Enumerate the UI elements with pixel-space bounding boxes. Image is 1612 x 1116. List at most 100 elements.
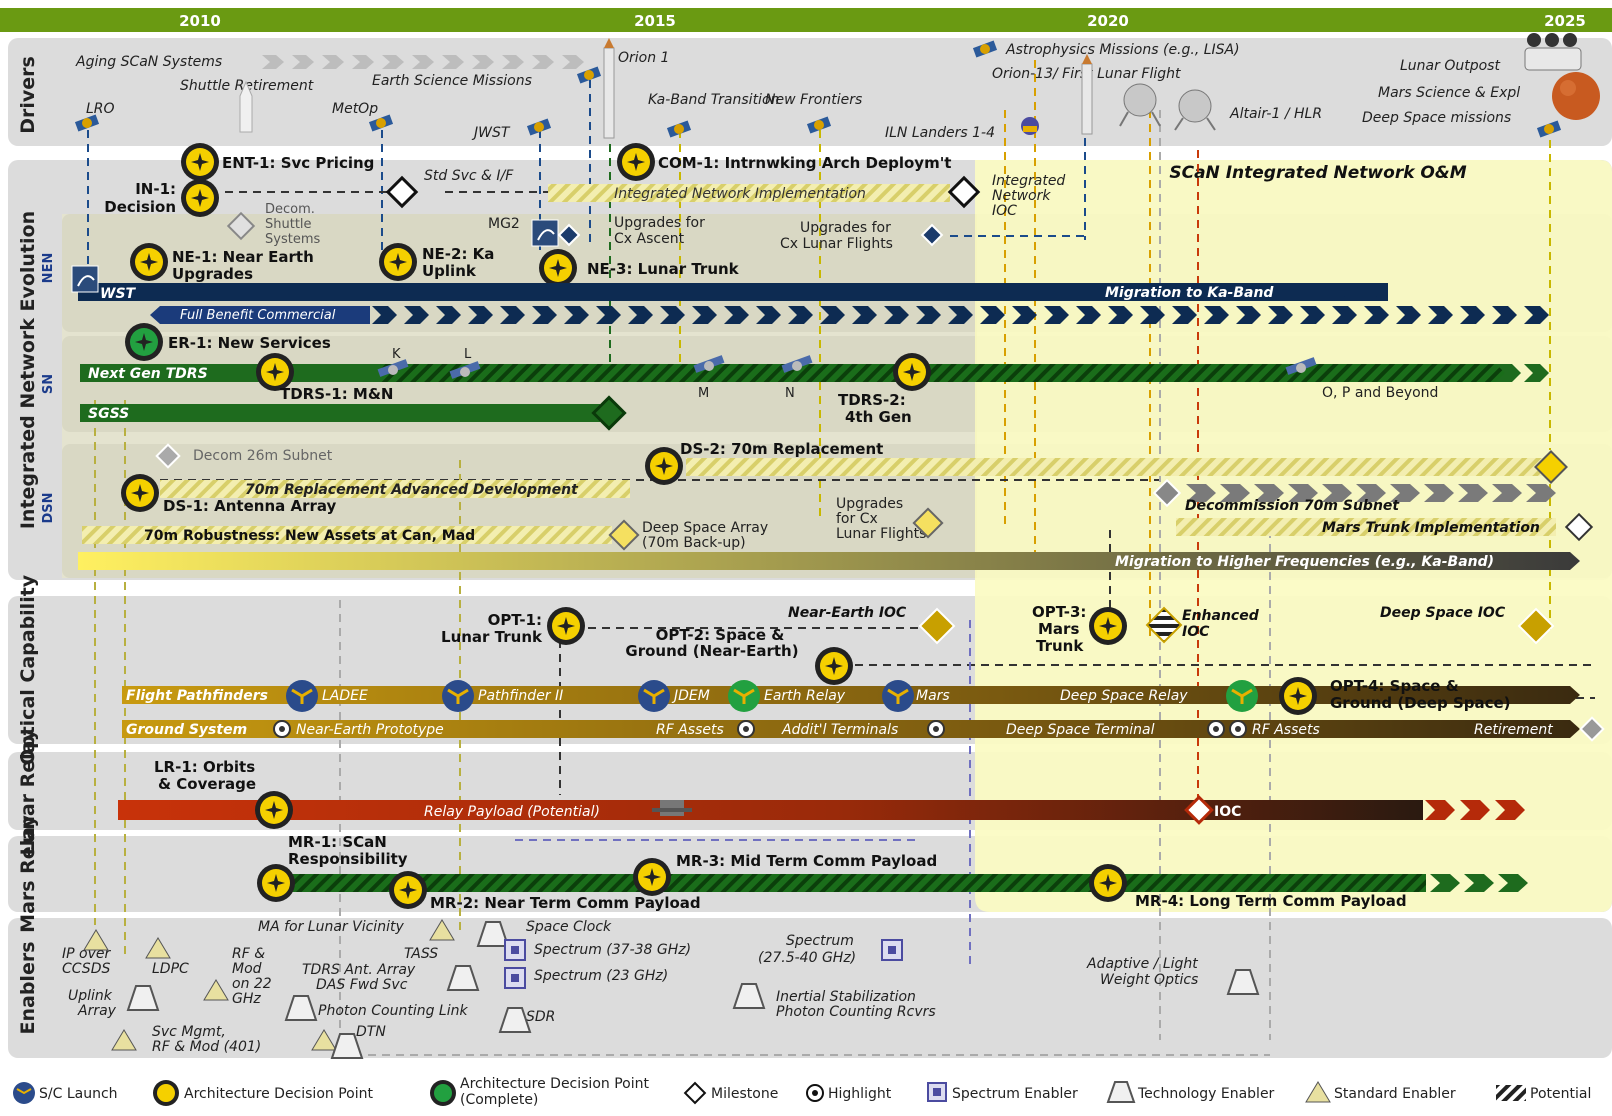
optical-label: Pathfinder II (478, 688, 563, 704)
legend-label: (Complete) (460, 1092, 538, 1108)
enabler-label: (27.5-40 GHz) (758, 950, 856, 966)
transition-shade (62, 214, 977, 578)
enabler-label: Spectrum (23 GHz) (534, 968, 668, 984)
decision-point-icon (617, 143, 655, 181)
node-label: for Cx (836, 511, 878, 527)
optical-label: Addit'l Terminals (781, 722, 898, 738)
node-label: NE-2: Ka (422, 245, 494, 263)
antenna-icon (71, 265, 99, 293)
node-label: Enhanced (1182, 608, 1260, 624)
node-label: DS-1: Antenna Array (163, 497, 337, 515)
node-label: Ground (Deep Space) (1330, 694, 1511, 712)
milestone-icon (155, 443, 181, 469)
enabler-label: Photon Counting Rcvrs (776, 1004, 936, 1020)
band-label-mars: Mars Relay (17, 815, 39, 933)
legend-label: Milestone (711, 1086, 778, 1102)
enabler-label: Space Clock (526, 919, 612, 935)
iln-lander-icon (1021, 117, 1039, 135)
70m-advanced-dev-bar (160, 480, 630, 498)
node-label: Trunk (1036, 637, 1084, 655)
enabler-label: Spectrum (786, 933, 854, 949)
optical-label: Near-Earth Prototype (296, 722, 444, 738)
band-label-sn: SN (41, 374, 56, 394)
mars-relay-bar (276, 874, 1426, 892)
technology-enabler-icon (446, 965, 480, 991)
decision-point-complete-icon (125, 323, 163, 361)
spectrum-enabler-icon (504, 967, 526, 989)
satellite-icon (1285, 357, 1317, 375)
driver-label: Lunar Outpost (1400, 58, 1500, 74)
legend-label: Standard Enabler (1334, 1086, 1456, 1102)
lunar-label: Relay Payload (Potential) (424, 804, 600, 820)
node-label: OPT-2: Space & (656, 626, 785, 644)
enabler-label: Mod (232, 961, 262, 977)
optical-label: JDEM (671, 688, 710, 704)
decision-point-icon (547, 607, 585, 645)
node-label: Systems (265, 232, 320, 247)
milestone-icon (918, 607, 956, 645)
milestone-icon (912, 507, 944, 539)
highlight-icon (806, 1084, 824, 1102)
decision-point-icon (255, 791, 293, 829)
technology-enabler-icon (1226, 969, 1260, 995)
node-label: & Coverage (158, 775, 256, 793)
node-label: MR-4: Long Term Comm Payload (1135, 892, 1407, 910)
satellite-icon (449, 361, 481, 379)
mars-planet-icon (1552, 72, 1600, 120)
node-label: Decom 26m Subnet (193, 448, 333, 464)
standard-enabler-icon (203, 979, 229, 1001)
decision-point-icon (379, 243, 417, 281)
optical-bar-label: Ground System (126, 722, 247, 738)
optical-label: Deep Space Relay (1060, 688, 1188, 704)
node-label: 70m Robustness: New Assets at Can, Mad (144, 528, 475, 544)
technology-enabler-icon (330, 1033, 364, 1059)
satellite-icon (781, 355, 813, 373)
nen-chevrons (1320, 283, 1382, 301)
enabler-label: TASS (404, 946, 438, 962)
node-label: Ground (Near-Earth) (625, 642, 798, 660)
milestone-icon (591, 395, 627, 431)
next-gen-tdrs-solid (80, 364, 380, 382)
satellite-icon (377, 359, 409, 377)
node-label: Upgrades (836, 496, 903, 512)
node-label: OPT-1: (488, 611, 542, 629)
node-label: OPT-3: (1032, 603, 1086, 621)
year-label: 2015 (634, 12, 676, 30)
wst-bar (78, 283, 1388, 301)
milestone-icon (947, 175, 981, 209)
highlight-icon (927, 720, 945, 738)
node-label: L (464, 347, 472, 362)
node-label: Near-Earth IOC (788, 605, 907, 621)
technology-enabler-icon (732, 983, 766, 1009)
node-label: Deep Space IOC (1380, 605, 1506, 621)
node-label: MG2 (488, 216, 520, 232)
technology-enabler-icon (1106, 1081, 1136, 1103)
year-label: 2010 (179, 12, 221, 30)
standard-enabler-icon (311, 1029, 337, 1051)
technology-enabler-icon (284, 995, 318, 1021)
decision-point-icon (1089, 607, 1127, 645)
nen-bar-label: WST (100, 286, 137, 302)
milestone-icon (1534, 450, 1568, 484)
driver-label: JWST (471, 125, 511, 141)
spectrum-enabler-icon (881, 939, 903, 961)
decision-point-icon (633, 858, 671, 896)
node-label: DS-2: 70m Replacement (680, 440, 883, 458)
satellite-icon (368, 114, 394, 132)
node-label: N (785, 386, 795, 401)
standard-enabler-icon (111, 1029, 137, 1051)
legend-label: Architecture Decision Point (184, 1086, 373, 1102)
potential-icon (1496, 1085, 1526, 1101)
satellite-icon (74, 114, 100, 132)
decision-point-icon (645, 447, 683, 485)
optical-label: RF Assets (656, 722, 724, 738)
optical-label: Deep Space Terminal (1006, 722, 1155, 738)
highlight-icon (273, 720, 291, 738)
relay-payload-bar (118, 800, 1423, 820)
node-label: NE-1: Near Earth (172, 248, 314, 266)
node-label: Network (992, 188, 1051, 204)
year-label: 2020 (1087, 12, 1129, 30)
spectrum-enabler-icon (927, 1082, 947, 1102)
band-label-drivers: Drivers (17, 56, 39, 134)
